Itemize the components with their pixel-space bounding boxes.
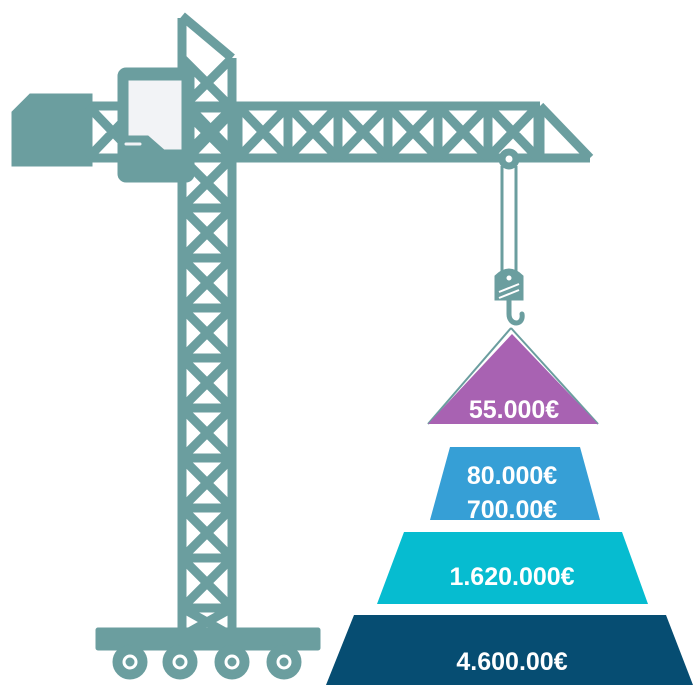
pyramid-tier-value: 1.620.000€: [449, 563, 574, 591]
sling-rope-right: [510, 327, 599, 425]
crane-hook-assembly: [427, 148, 599, 425]
cost-pyramid: 55.000€ 80.000€ 700.00€ 1.620.000€ 4.600…: [326, 334, 693, 685]
tower-crane-illustration: [11, 12, 599, 680]
pyramid-tier-shape: [428, 334, 598, 424]
crane-base: [95, 627, 321, 651]
crane-wheel: [214, 644, 250, 680]
crane-wheel: [266, 644, 302, 680]
pyramid-tier-value: 80.000€: [467, 462, 557, 490]
pyramid-tier-value: 700.00€: [467, 496, 557, 524]
pyramid-tier-4: 4.600.00€: [326, 615, 693, 685]
crane-counterweight: [11, 93, 93, 167]
crane-mast-diagonals: [178, 54, 236, 641]
pyramid-tier-2: 80.000€ 700.00€: [430, 447, 600, 524]
pyramid-tier-shape: [326, 615, 693, 685]
pyramid-tier-shape: [430, 447, 600, 520]
hook-icon: [506, 297, 525, 326]
pyramid-tier-value: 4.600.00€: [456, 648, 567, 676]
crane-cab-window: [127, 79, 183, 151]
crane-cab-handle: [123, 141, 143, 147]
pyramid-tier-3: 1.620.000€: [377, 532, 648, 604]
pyramid-tier-1: 55.000€: [428, 334, 598, 424]
crane-wheel: [112, 644, 148, 680]
crane-wheels: [112, 644, 302, 680]
crane-wheel: [162, 644, 198, 680]
pyramid-tier-shape: [377, 532, 648, 604]
sling-rope-left: [427, 327, 512, 425]
pyramid-tier-value: 55.000€: [469, 396, 559, 424]
